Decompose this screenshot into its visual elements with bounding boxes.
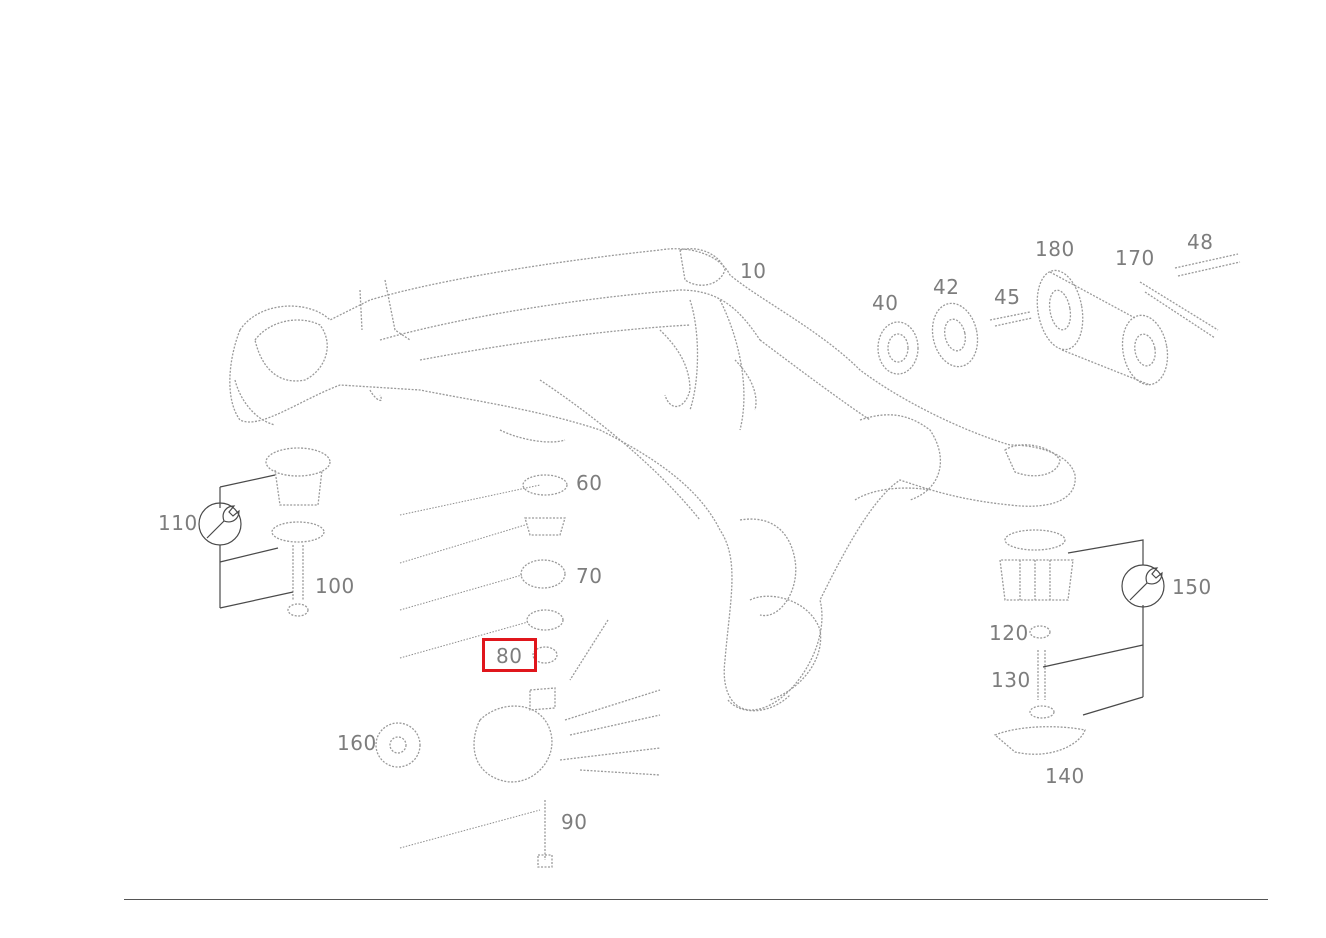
leader-lines: [399, 484, 541, 849]
callout-120[interactable]: 120: [989, 621, 1029, 645]
callout-40[interactable]: 40: [872, 291, 899, 315]
callout-48[interactable]: 48: [1187, 230, 1214, 254]
wrench-icon: [1121, 564, 1165, 608]
callout-60[interactable]: 60: [576, 471, 603, 495]
callout-100[interactable]: 100: [315, 574, 355, 598]
callout-45[interactable]: 45: [994, 285, 1021, 309]
callout-70[interactable]: 70: [576, 564, 603, 588]
callout-10[interactable]: 10: [740, 259, 767, 283]
axle-carrier: [229, 248, 1076, 712]
callout-140[interactable]: 140: [1045, 764, 1085, 788]
callout-110[interactable]: 110: [158, 511, 198, 535]
right-stack: [993, 529, 1086, 755]
callout-180[interactable]: 180: [1035, 237, 1075, 261]
torque-bracket-right: [1042, 539, 1144, 716]
callout-80[interactable]: 80: [496, 644, 523, 668]
callout-150[interactable]: 150: [1172, 575, 1212, 599]
callout-170[interactable]: 170: [1115, 246, 1155, 270]
center-stack: [473, 474, 661, 868]
callout-42[interactable]: 42: [933, 275, 960, 299]
callout-90[interactable]: 90: [561, 810, 588, 834]
callout-160[interactable]: 160: [337, 731, 377, 755]
bottom-divider: [124, 899, 1268, 900]
bushing-assembly: [1036, 253, 1241, 386]
callout-130[interactable]: 130: [991, 668, 1031, 692]
torque-bracket-left: [219, 474, 294, 609]
wrench-icon: [198, 502, 242, 546]
mount-parts: [877, 302, 1033, 375]
part-160: [375, 722, 421, 768]
left-stack: [265, 447, 331, 617]
